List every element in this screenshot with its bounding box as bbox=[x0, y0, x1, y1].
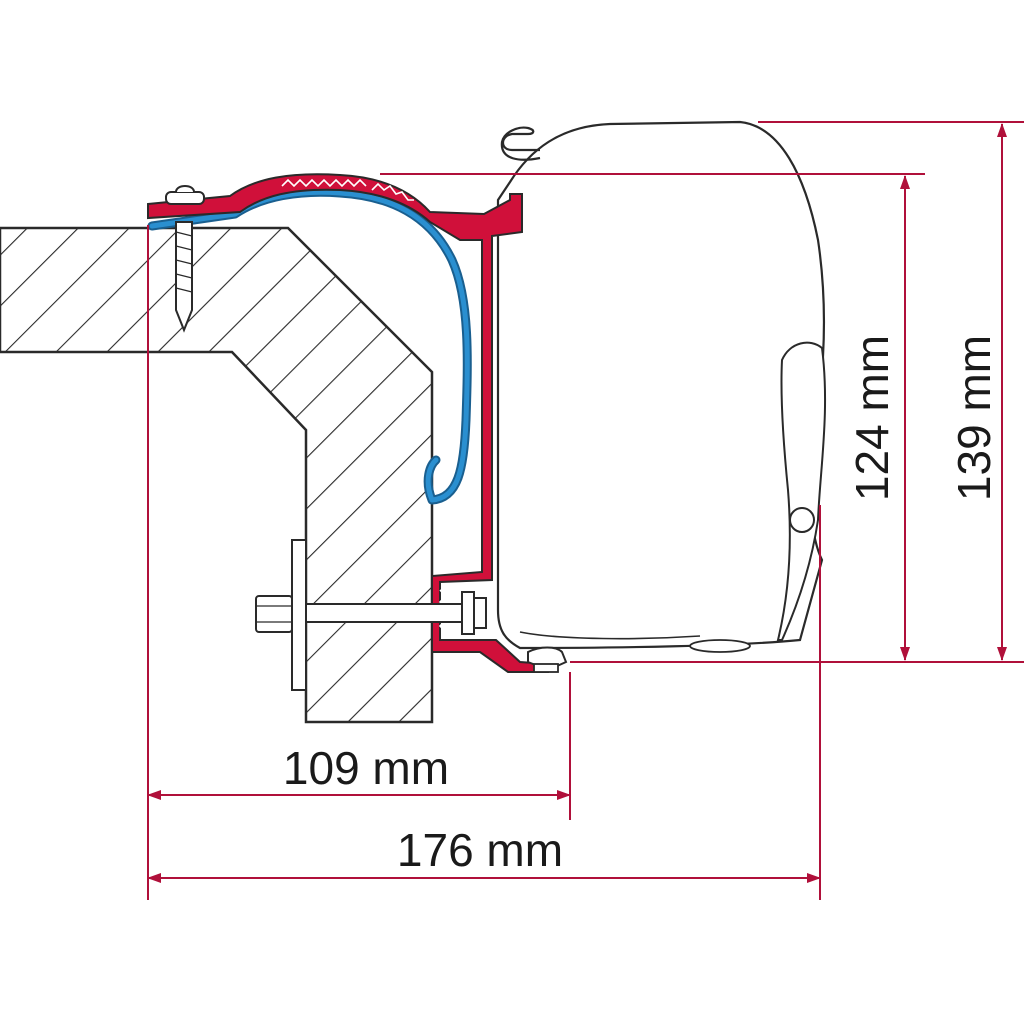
dimension-lines bbox=[147, 121, 1024, 900]
height-large-label: 139 mm bbox=[948, 335, 1000, 501]
top-hook bbox=[500, 126, 541, 161]
front-profile bbox=[776, 341, 827, 641]
through-bolt bbox=[255, 539, 487, 691]
adapter-bracket bbox=[147, 173, 549, 673]
height-small-label: 124 mm bbox=[846, 335, 898, 501]
awning-cassette bbox=[496, 120, 827, 653]
width-small-label: 109 mm bbox=[283, 742, 449, 794]
wall-section bbox=[0, 226, 434, 724]
width-large-label: 176 mm bbox=[397, 824, 563, 876]
bottom-screw bbox=[527, 646, 568, 673]
top-screw bbox=[165, 185, 205, 333]
